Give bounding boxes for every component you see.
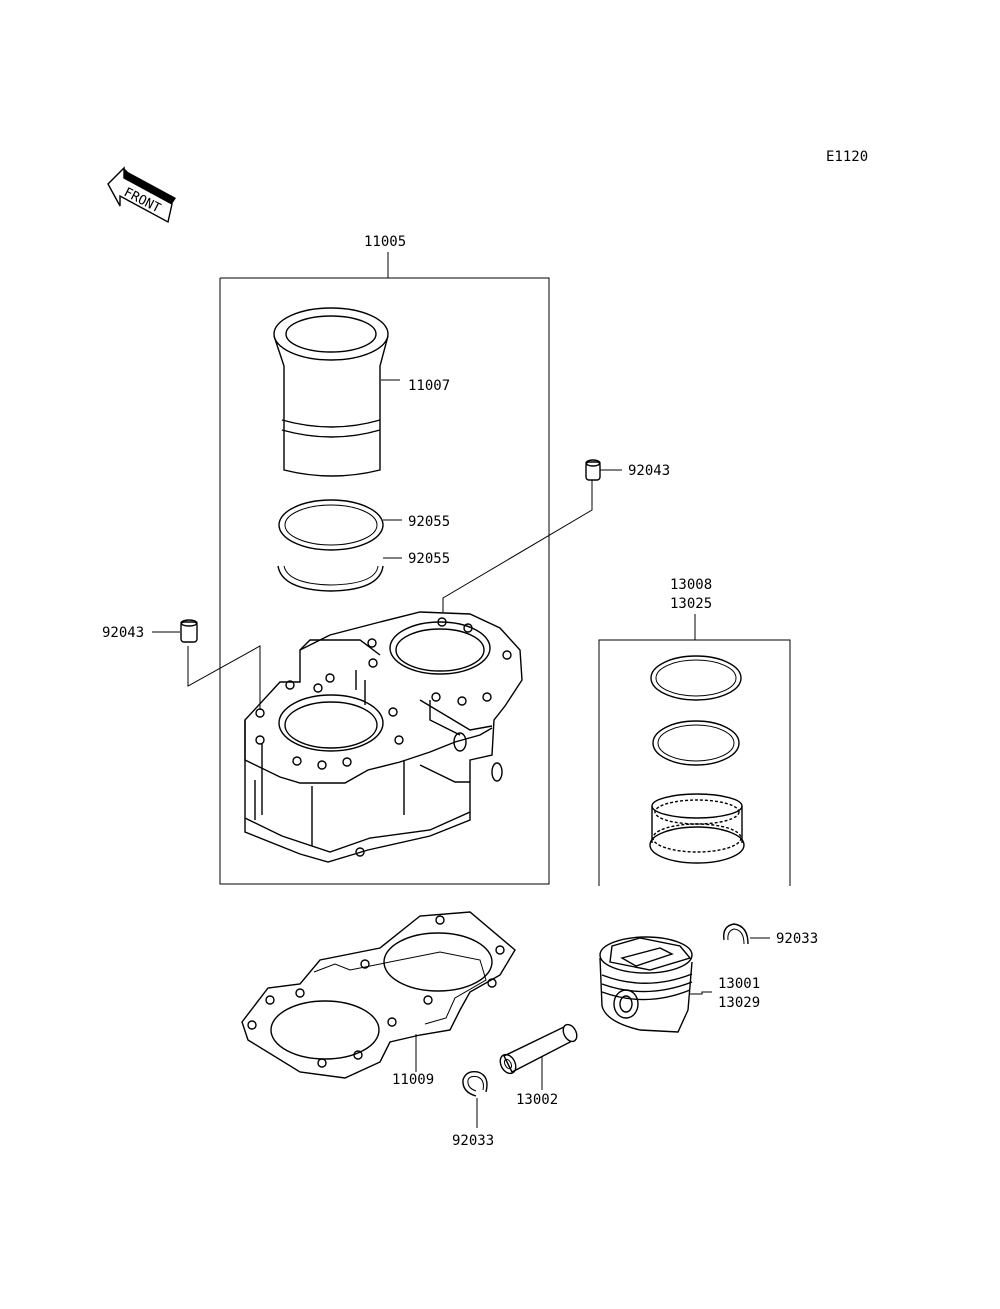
cylinder-block [244,611,523,863]
o-ring-lower [277,565,384,592]
diagram-code: E1120 [826,149,868,165]
piston-pin-clip-right [723,923,749,945]
piston-ring-second [652,720,740,766]
piston-ring-top [650,655,742,701]
label-13025: 13025 [670,596,712,612]
piston-ring-set-group: 13008 13025 [598,577,791,886]
piston [599,936,693,1033]
label-92055-upper: 92055 [408,514,450,530]
label-11007: 11007 [408,378,450,394]
label-92055-lower: 92055 [408,551,450,567]
cylinder-assembly-group: 11005 11007 92055 92055 [187,234,593,885]
oil-ring [649,793,745,864]
label-13029: 13029 [718,995,760,1011]
label-13002: 13002 [516,1092,558,1108]
cylinder-liner [273,307,389,477]
front-arrow-icon: FRONT [107,166,176,224]
label-13001: 13001 [718,976,760,992]
label-92033-right: 92033 [776,931,818,947]
dowel-pin-right [585,459,601,481]
label-92043-left: 92043 [102,625,144,641]
label-13008: 13008 [670,577,712,593]
label-11005: 11005 [364,234,406,250]
dowel-pin-left [180,619,198,643]
label-92043-right: 92043 [628,463,670,479]
label-92033-bottom: 92033 [452,1133,494,1149]
piston-pin-clip-bottom [462,1070,488,1097]
piston-pin [499,1023,578,1075]
cylinder-base-gasket [241,911,516,1079]
label-11009: 11009 [392,1072,434,1088]
o-ring-upper [278,499,384,551]
